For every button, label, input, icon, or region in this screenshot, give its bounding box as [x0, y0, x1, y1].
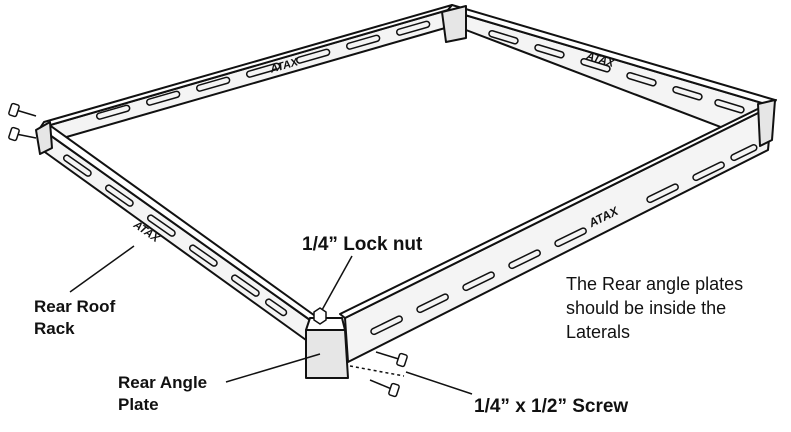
left-lateral-rail-top — [39, 123, 319, 321]
lock-nut-label: 1/4” Lock nut — [302, 234, 423, 255]
installation-note-line3: Laterals — [566, 322, 631, 342]
right-lateral-rail — [447, 9, 773, 143]
screw-upper — [375, 351, 408, 368]
screws — [8, 102, 408, 398]
rear-angle-plate-label: Rear Angle Plate — [118, 372, 207, 416]
back-corner-cap — [441, 5, 467, 43]
back-rail-top — [39, 4, 453, 129]
right-lateral-rail-slots — [488, 29, 745, 114]
rear-angle-plate-label-line2: Plate — [118, 395, 159, 414]
rear-roof-rack-label-line1: Rear Roof — [34, 297, 116, 316]
installation-note-line2: should be inside the — [566, 298, 727, 318]
right-lateral-rail-top — [447, 4, 776, 107]
screw-label: 1/4” x 1/2” Screw — [474, 396, 629, 417]
rear-angle-plate-label-line1: Rear Angle — [118, 373, 208, 392]
rear-roof-rack-leader — [69, 245, 135, 293]
back-rail-slots — [95, 20, 431, 120]
rear-angle-plate — [305, 329, 349, 379]
rail-slots — [62, 20, 758, 336]
screw-axis-dashed — [349, 365, 405, 377]
installation-note-line1: The Rear angle plates — [566, 274, 744, 294]
right-corner-cap — [757, 99, 776, 147]
rear-angle-plate-leader — [225, 353, 321, 383]
screw-lower — [369, 379, 400, 398]
left-corner-cap — [35, 121, 53, 155]
leader-lines — [69, 245, 473, 395]
left-lateral-rail-slots — [62, 154, 288, 317]
lock-nut — [313, 307, 327, 325]
screw-leader — [405, 371, 473, 395]
lock-nut-leader — [321, 255, 353, 311]
back-rail — [39, 9, 467, 139]
rear-rail-slots — [370, 143, 758, 336]
rear-roof-rack-label: Rear Roof Rack — [34, 296, 115, 340]
installation-note: The Rear angle plates should be inside t… — [566, 272, 743, 344]
screw-left-2 — [8, 126, 37, 142]
screw-left-1 — [8, 102, 37, 118]
rear-roof-rack-label-line2: Rack — [34, 319, 75, 338]
